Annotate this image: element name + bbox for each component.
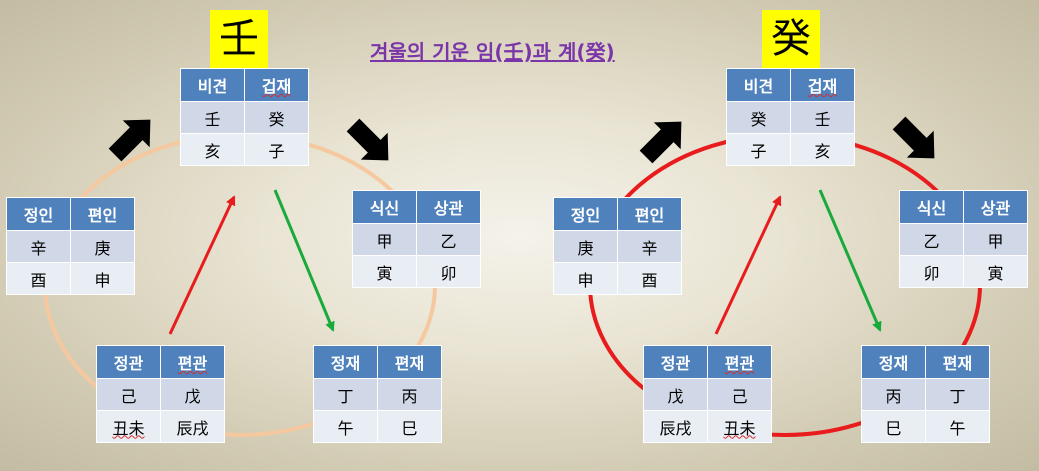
stem-cell: 戊 bbox=[643, 378, 708, 411]
branch-cell: 卯 bbox=[416, 255, 481, 288]
header-cell: 식신 bbox=[352, 190, 417, 224]
header-cell: 정관 bbox=[96, 345, 161, 379]
stem-cell: 庚 bbox=[553, 230, 618, 263]
branch-cell: 亥 bbox=[790, 133, 855, 166]
right-flow-arrow-1 bbox=[639, 121, 682, 164]
branch-cell: 丑未 bbox=[96, 410, 161, 443]
stem-cell: 辛 bbox=[6, 230, 71, 263]
stem-cell: 丁 bbox=[313, 378, 378, 411]
header-cell: 겁재 bbox=[244, 68, 309, 102]
right-green-arrow bbox=[818, 189, 882, 332]
branch-cell: 申 bbox=[553, 262, 618, 295]
header-cell: 편관 bbox=[707, 345, 772, 379]
header-cell: 편인 bbox=[617, 197, 682, 231]
header-cell: 식신 bbox=[899, 190, 964, 224]
header-cell: 비견 bbox=[180, 68, 245, 102]
header-cell: 겁재 bbox=[790, 68, 855, 102]
header-cell: 정재 bbox=[861, 345, 926, 379]
left-green-arrow bbox=[273, 189, 335, 332]
stem-cell: 己 bbox=[707, 378, 772, 411]
header-cell: 비견 bbox=[726, 68, 791, 102]
branch-cell: 巳 bbox=[861, 410, 926, 443]
header-cell: 편재 bbox=[377, 345, 442, 379]
stem-cell: 乙 bbox=[899, 223, 964, 256]
branch-cell: 午 bbox=[925, 410, 990, 443]
left-flow-arrow-1 bbox=[108, 119, 151, 162]
stem-cell: 庚 bbox=[70, 230, 135, 263]
header-cell: 편인 bbox=[70, 197, 135, 231]
branch-cell: 子 bbox=[244, 133, 309, 166]
stem-cell: 丁 bbox=[925, 378, 990, 411]
stem-cell: 丙 bbox=[377, 378, 442, 411]
header-cell: 정재 bbox=[313, 345, 378, 379]
stem-cell: 乙 bbox=[416, 223, 481, 256]
branch-cell: 酉 bbox=[6, 262, 71, 295]
diagram-title: 겨울의 기운 임(壬)과 계(癸) bbox=[370, 40, 615, 64]
header-cell: 정인 bbox=[6, 197, 71, 231]
branch-cell: 申 bbox=[70, 262, 135, 295]
branch-cell: 寅 bbox=[352, 255, 417, 288]
right-red-arrow bbox=[714, 195, 782, 335]
branch-cell: 辰戌 bbox=[643, 410, 708, 443]
right-stem-box: 癸 bbox=[762, 10, 820, 68]
right-flow-arrow-2 bbox=[892, 116, 935, 159]
stem-cell: 辛 bbox=[617, 230, 682, 263]
header-cell: 상관 bbox=[963, 190, 1028, 224]
stem-cell: 壬 bbox=[790, 101, 855, 134]
stem-cell: 己 bbox=[96, 378, 161, 411]
branch-cell: 丑未 bbox=[707, 410, 772, 443]
stem-cell: 癸 bbox=[726, 101, 791, 134]
header-cell: 정인 bbox=[553, 197, 618, 231]
header-cell: 상관 bbox=[416, 190, 481, 224]
branch-cell: 辰戌 bbox=[160, 410, 225, 443]
branch-cell: 卯 bbox=[899, 255, 964, 288]
stem-cell: 癸 bbox=[244, 101, 309, 134]
branch-cell: 子 bbox=[726, 133, 791, 166]
header-cell: 정관 bbox=[643, 345, 708, 379]
branch-cell: 午 bbox=[313, 410, 378, 443]
header-cell: 편관 bbox=[160, 345, 225, 379]
branch-cell: 酉 bbox=[617, 262, 682, 295]
stem-cell: 壬 bbox=[180, 101, 245, 134]
stem-cell: 甲 bbox=[352, 223, 417, 256]
stem-cell: 丙 bbox=[861, 378, 926, 411]
left-red-arrow bbox=[168, 195, 236, 335]
stem-cell: 甲 bbox=[963, 223, 1028, 256]
branch-cell: 巳 bbox=[377, 410, 442, 443]
header-cell: 편재 bbox=[925, 345, 990, 379]
left-flow-arrow-2 bbox=[346, 118, 389, 161]
branch-cell: 亥 bbox=[180, 133, 245, 166]
stem-cell: 戊 bbox=[160, 378, 225, 411]
branch-cell: 寅 bbox=[963, 255, 1028, 288]
left-stem-box: 壬 bbox=[210, 10, 268, 68]
